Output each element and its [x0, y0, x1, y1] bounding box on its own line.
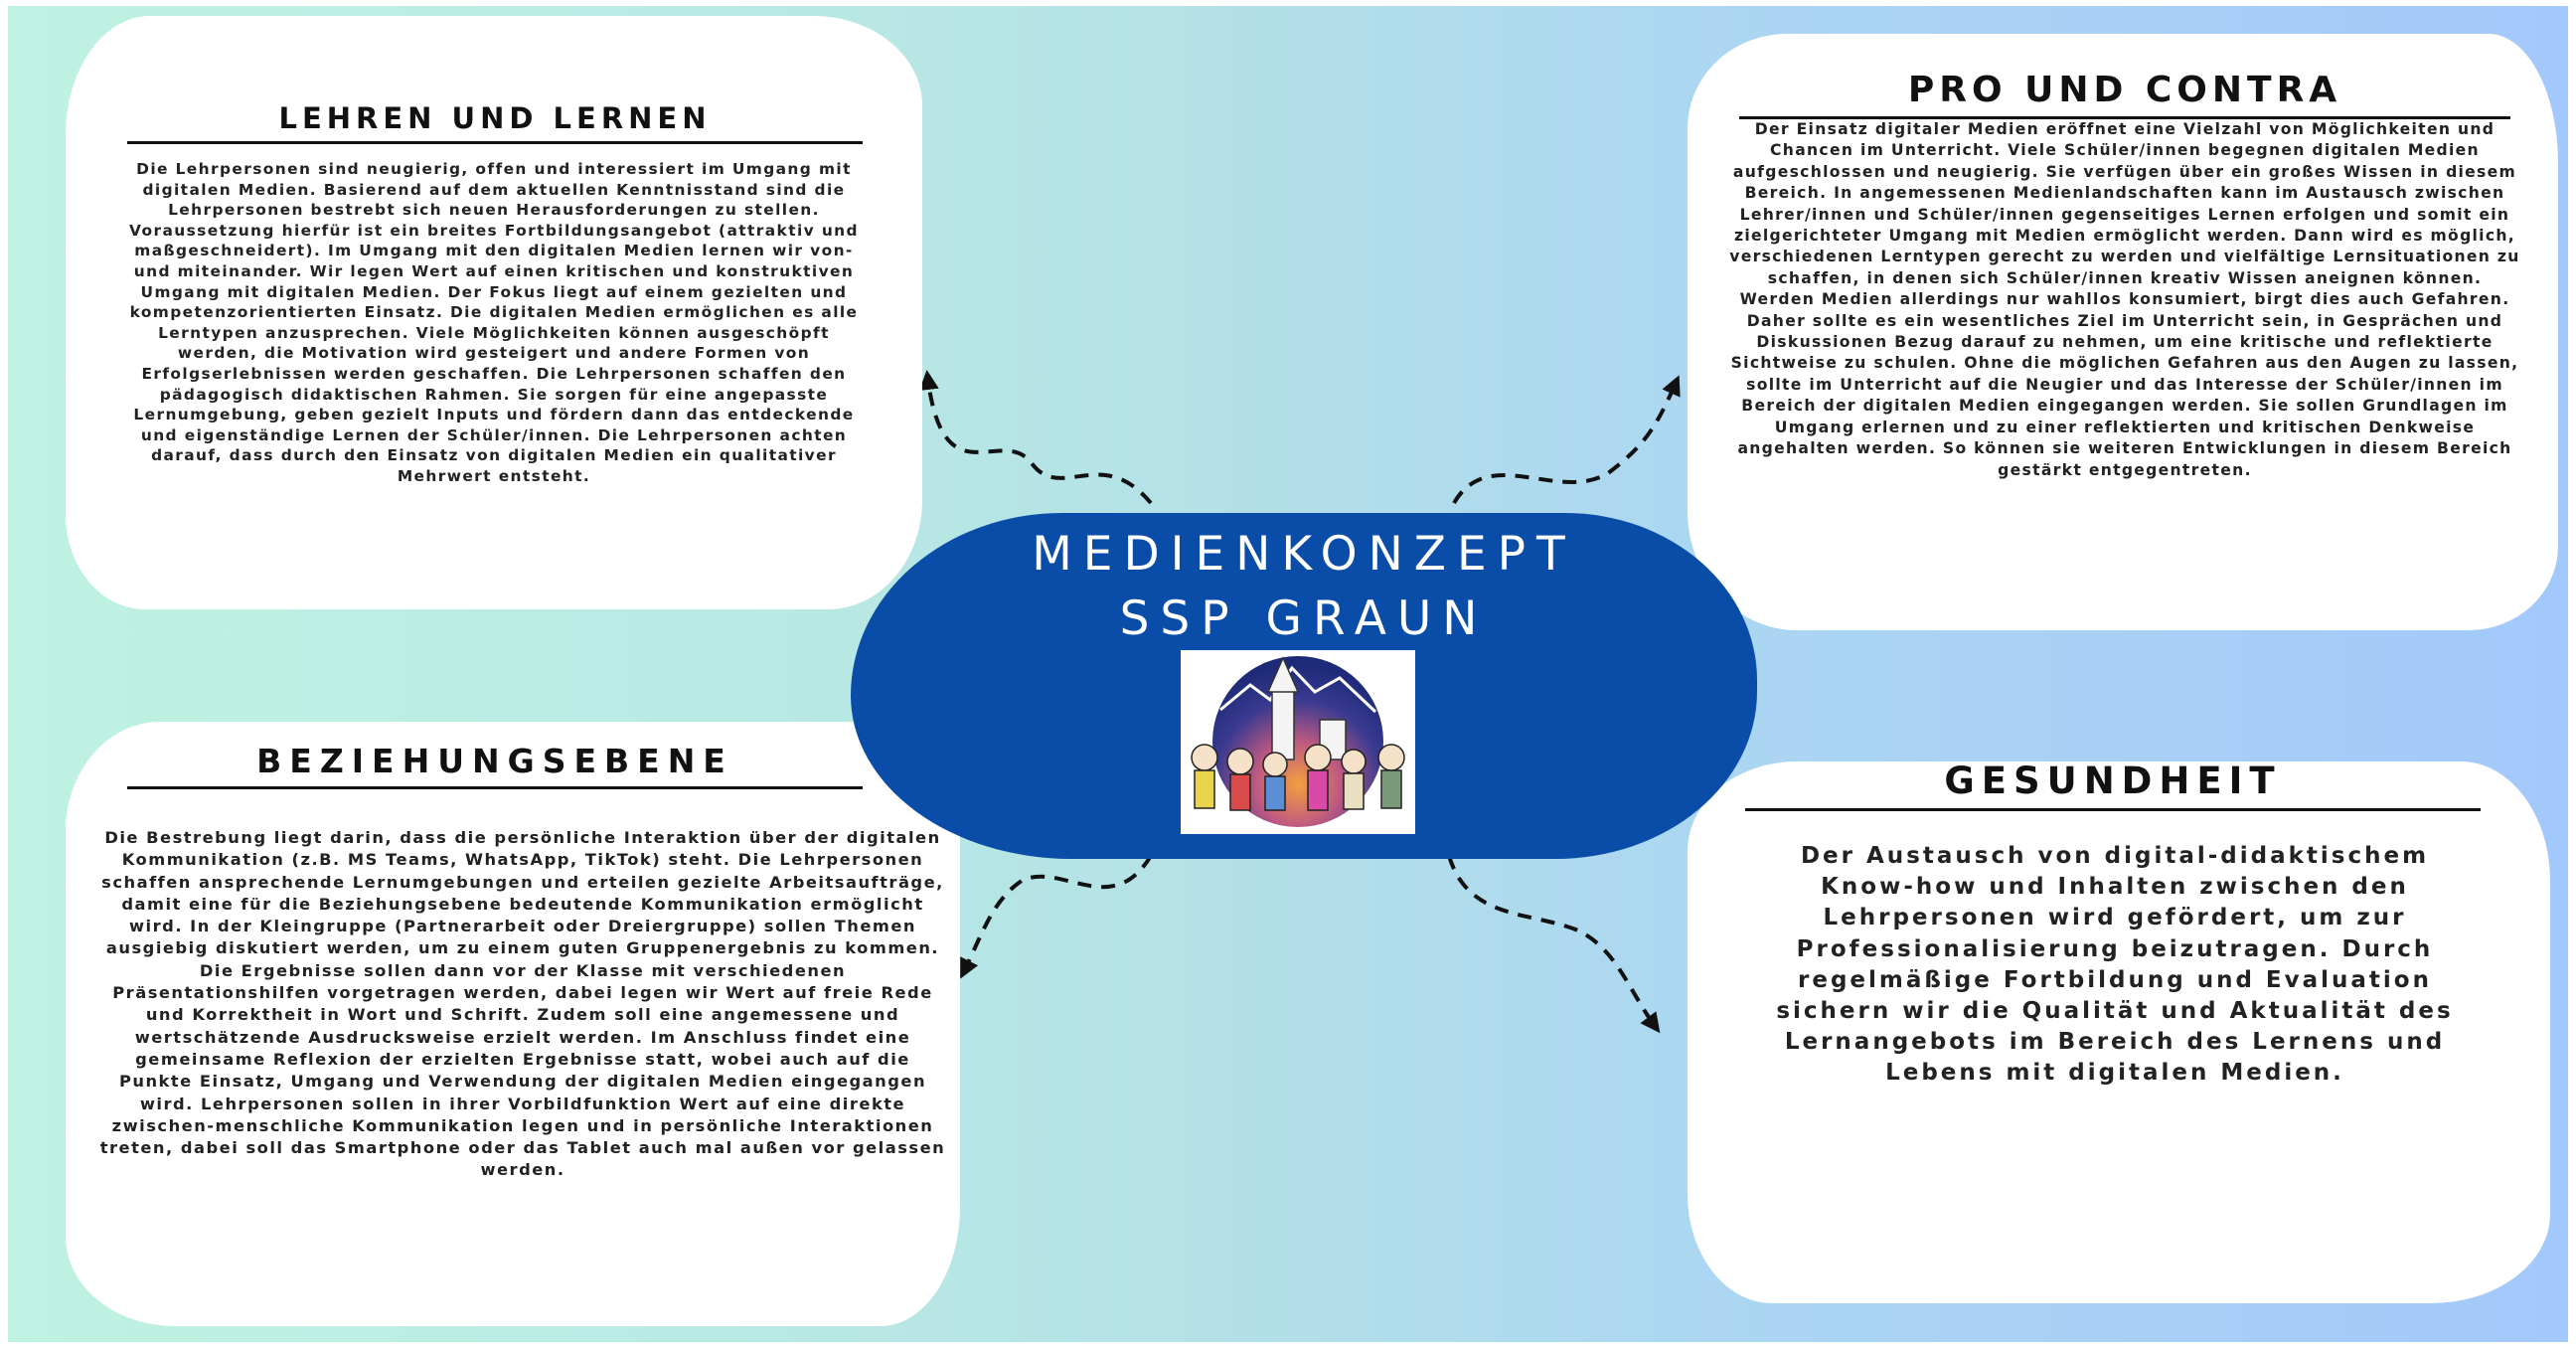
text-pro-und-contra: Der Einsatz digitaler Medien eröffnet ei…	[1729, 120, 2520, 479]
center-title-line2: SSP GRAUN	[1119, 591, 1489, 646]
text-gesundheit: Der Austausch von digital-didaktischem K…	[1776, 843, 2454, 1087]
arrow-to-bez-icon	[960, 854, 1153, 979]
box-gesundheit	[1688, 761, 2550, 1303]
text-lehren-und-lernen: Die Lehrpersonen sind neugierig, offen u…	[129, 160, 859, 485]
heading-lehren-und-lernen: LEHREN UND LERNEN	[127, 101, 863, 144]
heading-pro-und-contra: PRO UND CONTRA	[1739, 70, 2510, 119]
box-lehren-und-lernen	[66, 16, 922, 609]
center-title-line1: MEDIENKONZEPT	[1032, 527, 1576, 582]
box-pro-und-contra	[1688, 34, 2558, 630]
text-beziehungsebene: Die Bestrebung liegt darin, dass die per…	[99, 828, 946, 1180]
box-beziehungsebene	[66, 722, 960, 1326]
arrow-to-ges-icon	[1447, 855, 1661, 1034]
mindmap-canvas: LEHREN UND LERNEN Die Lehrpersonen sind …	[8, 6, 2568, 1342]
heading-gesundheit: GESUNDHEIT	[1745, 759, 2481, 811]
arrow-to-pro-icon	[1452, 375, 1681, 505]
heading-beziehungsebene: BEZIEHUNGSEBENE	[127, 742, 863, 789]
school-logo-icon	[1181, 650, 1415, 834]
arrow-to-lehren-icon	[918, 370, 1153, 505]
connector-arrows	[918, 370, 1681, 1034]
